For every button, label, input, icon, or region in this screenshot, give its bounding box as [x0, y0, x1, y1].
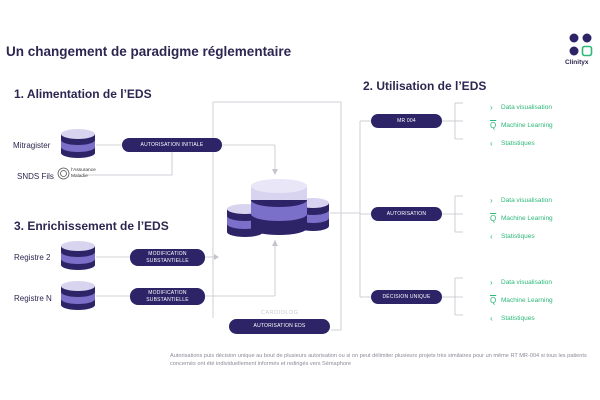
pill-modif2-line2: substantielle [146, 296, 189, 303]
use-item-label: Machine Learning [501, 296, 553, 304]
use-item-label: Statistiques [501, 232, 535, 240]
use-item-label: Data visualisation [501, 278, 552, 286]
database-registre2-icon [61, 241, 95, 270]
source-label-registreN: Registre N [14, 294, 52, 303]
pill-decision-unique: Décision unique [371, 290, 442, 304]
pill-autorisation-initiale: Autorisation initiale [122, 138, 222, 152]
pill-modification-substantielle-1: Modification substantielle [130, 249, 205, 266]
use-item: Q Machine Learning [490, 291, 553, 309]
use-group-2: › Data visualisation Q Machine Learning ‹ S… [490, 191, 553, 245]
logo-name: Clinityx [565, 59, 589, 66]
pill-modif1-line1: Modification [148, 250, 187, 257]
use-item: ‹ Statistiques [490, 134, 553, 152]
use-item: ‹ Statistiques [490, 309, 553, 327]
use-item: › Data visualisation [490, 191, 553, 209]
use-item: › Data visualisation [490, 273, 553, 291]
source-label-snds: SNDS Fils [17, 172, 54, 181]
assurance-logo-line2: Maladie [71, 173, 88, 179]
clinityx-logo: Clinityx [565, 32, 596, 72]
use-item: Q Machine Learning [490, 116, 553, 134]
chevron-left-icon: ‹ [490, 138, 493, 148]
use-item: Q Machine Learning [490, 209, 553, 227]
logo-mark-icon [569, 33, 593, 57]
use-item-label: Machine Learning [501, 121, 553, 129]
use-item-label: Statistiques [501, 139, 535, 147]
use-item-label: Data visualisation [501, 196, 552, 204]
pill-modif1-line2: substantielle [146, 257, 189, 264]
use-item-label: Statistiques [501, 314, 535, 322]
q-icon: Q [490, 120, 497, 130]
section-alimentation: 1. Alimentation de l’EDS [14, 87, 152, 101]
database-registreN-icon [61, 281, 95, 310]
use-item-label: Data visualisation [501, 103, 552, 111]
use-item: › Data visualisation [490, 98, 553, 116]
use-group-3: › Data visualisation Q Machine Learning ‹ S… [490, 273, 553, 327]
assurance-maladie-logo-icon [57, 167, 70, 180]
source-label-mitragister: Mitragister [13, 141, 51, 150]
q-icon: Q [490, 295, 497, 305]
section-utilisation: 2. Utilisation de l’EDS [363, 79, 487, 93]
footnote: Autorisations puis décision unique au bo… [170, 353, 587, 368]
section-enrichissement: 3. Enrichissement de l’EDS [14, 219, 169, 233]
q-icon: Q [490, 213, 497, 223]
use-item: ‹ Statistiques [490, 227, 553, 245]
assurance-maladie-logo: l’Assurance Maladie [57, 167, 96, 180]
chevron-right-icon: › [490, 277, 493, 287]
chevron-right-icon: › [490, 195, 493, 205]
assurance-logo-line1: l’Assurance [71, 168, 96, 174]
pill-autorisation-eds: Autorisation EDS [229, 319, 330, 334]
page-title: Un changement de paradigme réglementaire [6, 44, 292, 59]
use-item-label: Machine Learning [501, 214, 553, 222]
ghost-label: CARDIOLOG [261, 310, 299, 316]
chevron-left-icon: ‹ [490, 231, 493, 241]
chevron-right-icon: › [490, 102, 493, 112]
pill-autorisation: Autorisation [371, 207, 442, 221]
pill-modification-substantielle-2: Modification substantielle [130, 288, 205, 305]
eds-central-databases-icon [227, 179, 329, 237]
source-label-registre2: Registre 2 [14, 253, 51, 262]
pill-mr004: MR 004 [371, 114, 442, 128]
database-mitragister-icon [61, 129, 95, 158]
pill-modif2-line1: Modification [148, 289, 187, 296]
use-group-1: › Data visualisation Q Machine Learning ‹ S… [490, 98, 553, 152]
chevron-left-icon: ‹ [490, 313, 493, 323]
